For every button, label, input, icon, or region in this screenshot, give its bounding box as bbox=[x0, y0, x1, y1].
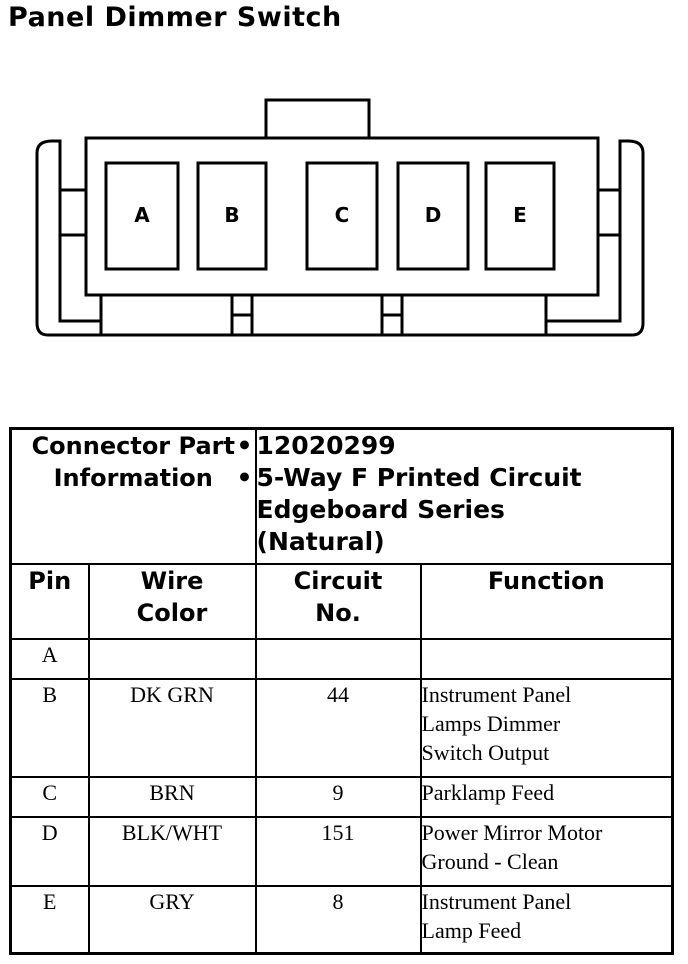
wire-color-cell bbox=[87, 637, 257, 680]
table-row: E GRY 8 Instrument Panel Lamp Feed bbox=[9, 884, 674, 955]
function-cell: Parklamp Feed bbox=[419, 775, 674, 818]
column-header-wire-color: Wire Color bbox=[87, 562, 257, 640]
circuit-cell bbox=[254, 637, 422, 680]
wire-color-cell: DK GRN bbox=[87, 677, 257, 778]
connector-diagram: A B C D E bbox=[35, 98, 645, 337]
column-header-circuit: Circuit No. bbox=[254, 562, 422, 640]
function-cell: Instrument Panel Lamps Dimmer Switch Out… bbox=[419, 677, 674, 778]
pin-label-c: C bbox=[335, 203, 350, 227]
pin-cavity-a bbox=[104, 161, 180, 271]
column-header-row: Pin Wire Color Circuit No. Function bbox=[9, 562, 674, 640]
part-info-label: Connector Part Information bbox=[9, 427, 257, 565]
table-row: A bbox=[9, 637, 674, 680]
connector-bottom-strip bbox=[99, 293, 548, 337]
connector-latch-tab bbox=[264, 98, 371, 140]
table-row: D BLK/WHT 151 Power Mirror Motor Ground … bbox=[9, 815, 674, 887]
pin-cavity-e bbox=[484, 161, 556, 271]
pin-cavity-d bbox=[396, 161, 470, 271]
column-header-pin: Pin bbox=[9, 562, 90, 640]
right-locking-arm bbox=[546, 139, 645, 337]
part-info-values: 12020299 5-Way F Printed Circuit Edgeboa… bbox=[237, 427, 674, 565]
part-info-row: Connector Part Information 12020299 5-Wa… bbox=[9, 427, 674, 565]
page-title: Panel Dimmer Switch bbox=[8, 2, 342, 33]
left-locking-arm bbox=[35, 139, 101, 337]
pin-label-b: B bbox=[224, 203, 239, 227]
circuit-cell: 151 bbox=[254, 815, 422, 887]
wire-color-cell: BRN bbox=[87, 775, 257, 818]
pin-cell: D bbox=[9, 815, 90, 887]
pin-cell: A bbox=[9, 637, 90, 680]
part-description: 5-Way F Printed Circuit Edgeboard Series… bbox=[237, 462, 672, 558]
pin-cavity-b bbox=[196, 161, 268, 271]
pin-label-a: A bbox=[134, 203, 150, 227]
function-cell: Power Mirror Motor Ground - Clean bbox=[419, 815, 674, 887]
part-number: 12020299 bbox=[237, 430, 672, 462]
pin-cell: B bbox=[9, 677, 90, 778]
pin-cell: E bbox=[9, 884, 90, 955]
function-cell bbox=[419, 637, 674, 680]
connector-info-table: Connector Part Information 12020299 5-Wa… bbox=[9, 427, 675, 955]
pin-label-e: E bbox=[513, 203, 527, 227]
table-row: B DK GRN 44 Instrument Panel Lamps Dimme… bbox=[9, 677, 674, 778]
circuit-cell: 8 bbox=[254, 884, 422, 955]
table-row: C BRN 9 Parklamp Feed bbox=[9, 775, 674, 818]
wire-color-cell: GRY bbox=[87, 884, 257, 955]
wire-color-cell: BLK/WHT bbox=[87, 815, 257, 887]
column-header-function: Function bbox=[419, 562, 674, 640]
function-cell: Instrument Panel Lamp Feed bbox=[419, 884, 674, 955]
circuit-cell: 9 bbox=[254, 775, 422, 818]
circuit-cell: 44 bbox=[254, 677, 422, 778]
pin-cell: C bbox=[9, 775, 90, 818]
pin-cavity-c bbox=[305, 161, 379, 271]
pin-label-d: D bbox=[425, 203, 442, 227]
